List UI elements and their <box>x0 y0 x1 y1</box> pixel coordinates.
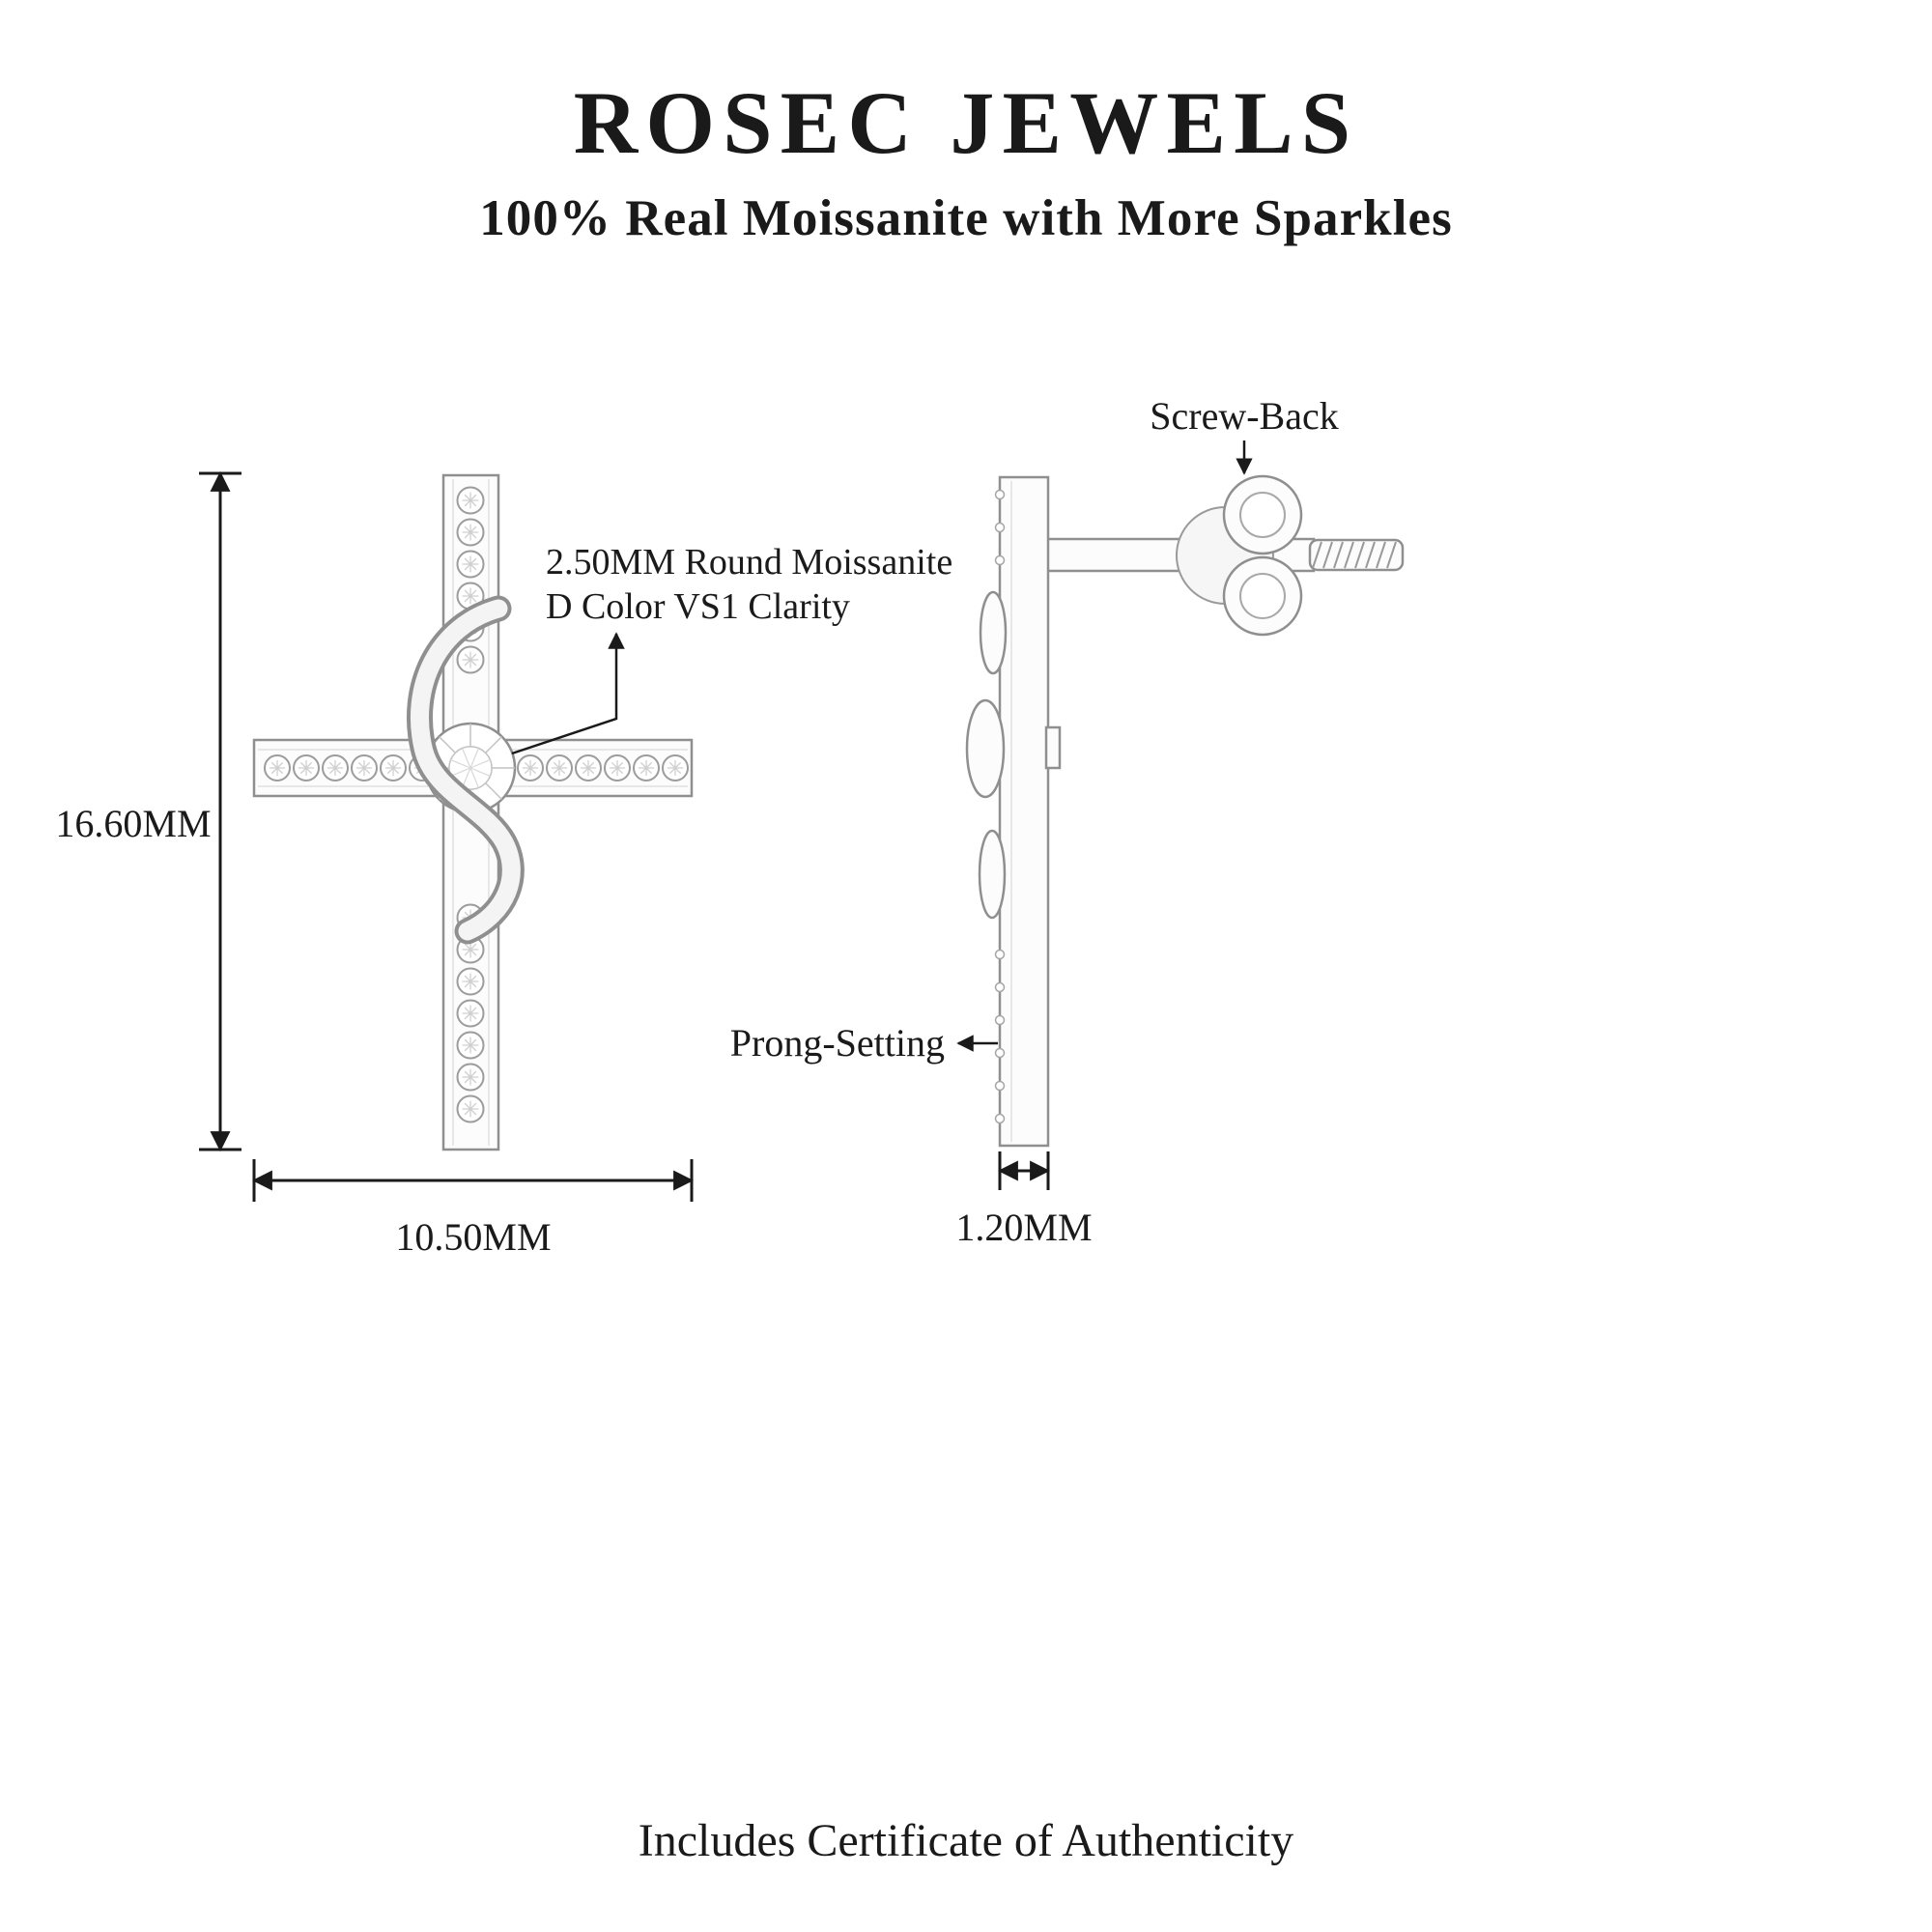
screw-threads <box>1308 538 1405 572</box>
width-dimension: 10.50MM <box>251 1159 695 1259</box>
front-view <box>252 473 694 1151</box>
prong-setting-callout: Prong-Setting <box>730 1021 998 1065</box>
swirl-profile <box>965 590 1062 920</box>
side-view <box>965 474 1405 1148</box>
stone-callout: 2.50MM Round Moissanite D Color VS1 Clar… <box>511 542 952 755</box>
thickness-dimension: 1.20MM <box>955 1151 1093 1249</box>
screw-back-callout: Screw-Back <box>1150 394 1339 475</box>
height-dimension: 16.60MM <box>55 470 242 1152</box>
thickness-dimension-label: 1.20MM <box>955 1206 1092 1249</box>
girdle-tab <box>1044 725 1062 770</box>
brand-title: ROSEC JEWELS <box>573 73 1359 172</box>
butterfly-clutch <box>1176 474 1303 637</box>
width-dimension-label: 10.50MM <box>395 1215 551 1259</box>
stone-callout-line1: 2.50MM Round Moissanite <box>546 542 952 582</box>
swirl-accent <box>407 595 525 945</box>
side-pave-nubs <box>994 489 1006 1124</box>
prong-setting-label: Prong-Setting <box>730 1021 945 1065</box>
stone-callout-leader <box>511 632 625 755</box>
tagline: 100% Real Moissanite with More Sparkles <box>479 190 1453 246</box>
height-dimension-label: 16.60MM <box>55 802 211 845</box>
side-profile-bar <box>998 475 1050 1148</box>
screw-back-label: Screw-Back <box>1150 394 1338 438</box>
stone-callout-line2: D Color VS1 Clarity <box>546 586 850 627</box>
certificate-note: Includes Certificate of Authenticity <box>638 1815 1294 1866</box>
